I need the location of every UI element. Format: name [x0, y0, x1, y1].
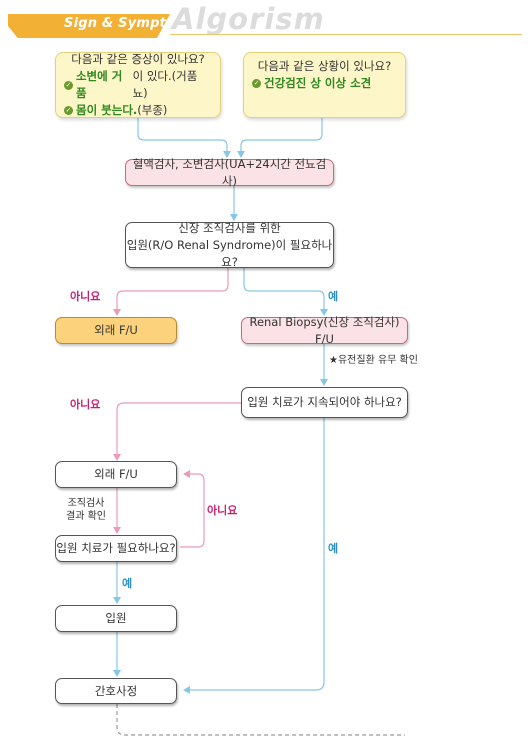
renal-biopsy-node: Renal Biopsy(신장 조직검사) F/U — [241, 315, 408, 346]
symptom-item-1-highlight: 소변에 거품 — [75, 69, 123, 100]
biopsy-result-note: 조직검사 결과 확인 — [66, 497, 106, 523]
section-tag: Sign & Symptom — [64, 16, 189, 31]
edge-label-yes: 예 — [122, 577, 133, 590]
connector-admission-question-no-loop — [180, 470, 205, 548]
edge-label-yes: 예 — [328, 542, 339, 555]
symptom-item-2-rest: (부종) — [137, 103, 168, 117]
connector-symptom-to-blood-test — [137, 118, 231, 158]
edge-label-no: 아니요 — [70, 398, 101, 411]
blood-urine-test-label: 혈액검사, 소변검사(UA+24시간 전뇨검사) — [132, 156, 327, 188]
check-icon: ✓ — [252, 79, 261, 88]
continue-admission-question-label: 입원 치료가 지속되어야 하나요? — [247, 395, 402, 409]
biopsy-admission-question-node: 신장 조직검사를 위한 입원(R/O Renal Syndrome)이 필요하나… — [125, 220, 334, 269]
blood-urine-test-node: 혈액검사, 소변검사(UA+24시간 전뇨검사) — [125, 157, 334, 188]
nursing-assessment-label: 간호사정 — [94, 683, 138, 698]
situation-question: 다음과 같은 상황이 있나요? — [257, 59, 392, 73]
connector-no-to-outpatient — [113, 268, 229, 316]
edge-label-no: 아니요 — [70, 290, 101, 303]
page-title: Algorism — [172, 2, 325, 36]
symptom-item-2-highlight: 몸이 붓는다. — [76, 103, 138, 117]
header-divider — [170, 34, 522, 35]
symptom-item-1: ✓ 소변에 거품 이 있다.(거품뇨) — [64, 68, 212, 102]
hereditary-disease-note: ★유전질환 유무 확인 — [329, 355, 418, 366]
symptom-question: 다음과 같은 증상이 있나요? — [71, 52, 205, 66]
biopsy-admission-question-line2: 입원(R/O Renal Syndrome)이 필요하나요? — [126, 237, 333, 269]
admission-label: 입원 — [105, 611, 127, 625]
edge-label-yes: 예 — [328, 290, 339, 303]
symptom-question-box: 다음과 같은 증상이 있나요? ✓ 소변에 거품 이 있다.(거품뇨) ✓ 몸이 … — [55, 52, 221, 118]
situation-question-box: 다음과 같은 상황이 있나요? ✓ 건강검진 상 이상 소견 — [243, 52, 406, 118]
biopsy-result-note-line1: 조직검사 — [67, 498, 105, 509]
connector-situation-to-blood-test — [237, 118, 323, 158]
edge-label-no: 아니요 — [207, 504, 238, 517]
outpatient-followup-node: 외래 F/U — [55, 317, 177, 344]
outpatient-followup-label: 외래 F/U — [94, 323, 138, 337]
outpatient-followup-label-2: 외래 F/U — [94, 467, 138, 481]
outpatient-followup-node-2: 외래 F/U — [55, 461, 177, 488]
symptom-item-2: ✓ 몸이 붓는다.(부종) — [64, 102, 212, 119]
connector-yes-to-biopsy — [243, 268, 328, 316]
connector-continue-yes — [183, 418, 325, 694]
admission-needed-question-label: 입원 치료가 필요하나요? — [56, 541, 176, 555]
header: Sign & Symptom Algorism — [0, 0, 529, 60]
check-icon: ✓ — [64, 80, 73, 90]
situation-item-1-highlight: 건강검진 상 이상 소견 — [264, 76, 372, 90]
biopsy-result-note-line2: 결과 확인 — [66, 511, 106, 522]
nursing-assessment-node: 간호사정 — [55, 678, 177, 704]
admission-node: 입원 — [55, 605, 177, 632]
admission-needed-question-node: 입원 치료가 필요하나요? — [55, 535, 177, 562]
situation-item-1: ✓ 건강검진 상 이상 소견 — [252, 75, 397, 92]
biopsy-admission-question-line1: 신장 조직검사를 위한 — [178, 220, 281, 235]
connector-continue-no — [113, 402, 241, 461]
renal-biopsy-label: Renal Biopsy(신장 조직검사) F/U — [249, 314, 400, 346]
section-tag-bar — [8, 14, 170, 38]
connector-continuation-dashed — [116, 704, 405, 736]
symptom-item-1-rest: 이 있다.(거품뇨) — [132, 69, 198, 100]
continue-admission-question-node: 입원 치료가 지속되어야 하나요? — [241, 387, 408, 418]
check-icon: ✓ — [64, 106, 73, 115]
